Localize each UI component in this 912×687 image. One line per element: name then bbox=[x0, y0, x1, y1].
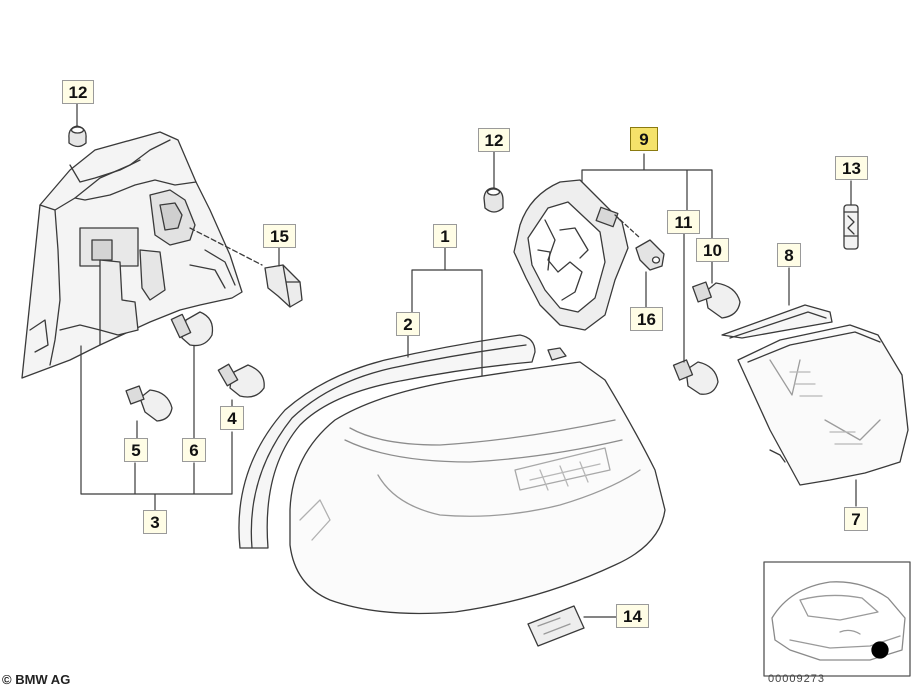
bulb-6-part bbox=[170, 311, 214, 347]
callout-6[interactable]: 6 bbox=[182, 438, 206, 462]
callout-13[interactable]: 13 bbox=[835, 156, 868, 180]
bulb-13-part bbox=[843, 204, 859, 250]
connector-16-part bbox=[635, 239, 665, 271]
copyright-text: © BMW AG bbox=[2, 672, 71, 687]
bulb-4-part bbox=[217, 363, 265, 398]
callout-5[interactable]: 5 bbox=[124, 438, 148, 462]
callout-8[interactable]: 8 bbox=[777, 243, 801, 267]
nut-middle-part bbox=[483, 187, 504, 213]
location-marker-icon bbox=[871, 641, 889, 659]
callout-14[interactable]: 14 bbox=[616, 604, 649, 628]
callout-1[interactable]: 1 bbox=[433, 224, 457, 248]
sticker-14-part bbox=[527, 605, 585, 647]
bulb-carrier-part bbox=[21, 131, 263, 379]
bulb-5-part bbox=[125, 385, 173, 422]
image-code: 00009273 bbox=[768, 673, 825, 685]
callout-12-left[interactable]: 12 bbox=[62, 80, 94, 104]
callout-12-middle[interactable]: 12 bbox=[478, 128, 510, 152]
bulb-11-part bbox=[672, 359, 719, 395]
gasket-8-part bbox=[721, 304, 833, 339]
nut-left-part bbox=[68, 125, 87, 148]
gasket-2-part bbox=[238, 334, 567, 549]
callout-3[interactable]: 3 bbox=[143, 510, 167, 534]
callout-10[interactable]: 10 bbox=[696, 238, 729, 262]
callout-11[interactable]: 11 bbox=[667, 210, 700, 234]
callout-16[interactable]: 16 bbox=[630, 307, 663, 331]
leader-lines bbox=[76, 102, 857, 618]
connector-15-part bbox=[264, 264, 303, 308]
tail-light-1-part bbox=[289, 361, 666, 615]
lamp-holder-9-part bbox=[513, 179, 641, 331]
callout-2[interactable]: 2 bbox=[396, 312, 420, 336]
bulb-10-part bbox=[692, 281, 741, 319]
callout-9[interactable]: 9 bbox=[630, 127, 658, 151]
callout-15[interactable]: 15 bbox=[263, 224, 296, 248]
inner-lamp-7-part bbox=[737, 324, 909, 486]
callout-7[interactable]: 7 bbox=[844, 507, 868, 531]
car-thumbnail bbox=[763, 561, 911, 677]
callout-4[interactable]: 4 bbox=[220, 406, 244, 430]
